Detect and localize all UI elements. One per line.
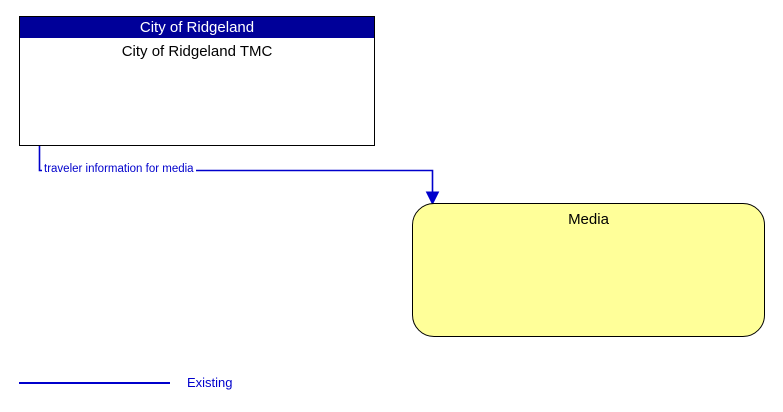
legend-line-existing (19, 382, 170, 384)
element-box-city-of-ridgeland-tmc[interactable]: City of Ridgeland City of Ridgeland TMC (19, 16, 375, 146)
element-name-label: City of Ridgeland TMC (121, 43, 273, 60)
terminator-name-label: Media (568, 211, 609, 228)
terminator-box-media[interactable]: Media (412, 203, 765, 337)
legend: Existing (19, 374, 319, 394)
flow-label-traveler-information-for-media[interactable]: traveler information for media (42, 162, 196, 177)
element-stakeholder-header: City of Ridgeland (20, 17, 374, 38)
legend-label-existing: Existing (187, 375, 233, 390)
